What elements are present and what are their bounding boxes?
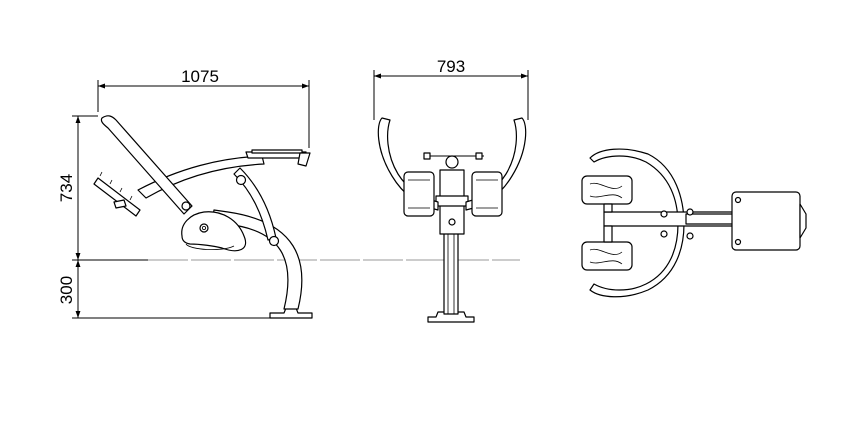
dim-793-label: 793 — [437, 57, 465, 76]
front-dimensions: 793 — [373, 57, 529, 120]
side-view — [93, 115, 313, 319]
dim-734-label: 734 — [57, 174, 76, 202]
dim-1075-label: 1075 — [181, 67, 219, 86]
front-view — [377, 117, 527, 323]
top-view — [581, 148, 807, 298]
dim-300-label: 300 — [57, 276, 76, 304]
pivot-bolt — [199, 223, 209, 233]
side-dimensions: 1075 734 300 — [57, 67, 310, 319]
